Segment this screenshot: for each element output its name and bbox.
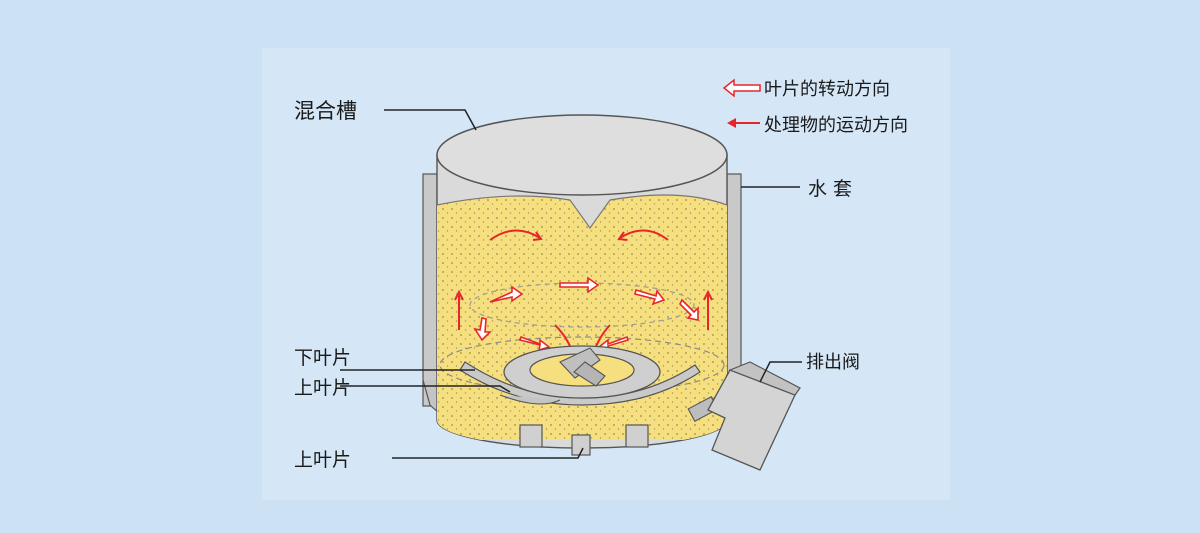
tank-top (436, 114, 728, 196)
support-legs (519, 424, 649, 456)
lower-blade-assembly (459, 345, 701, 406)
legend-material-motion-label: 处理物的运动方向 (764, 115, 908, 136)
mixing-tank-label: 混合槽 (294, 99, 357, 123)
lower-blade-label: 下叶片 (294, 347, 351, 369)
water-jacket-label: 水 套 (808, 178, 852, 200)
discharge-valve (687, 361, 801, 471)
upper-blade-label: 上叶片 (294, 377, 351, 399)
material-motion-legend-icon (727, 118, 760, 128)
legend-blade-rotation-label: 叶片的转动方向 (764, 79, 890, 100)
leader-lines (340, 109, 802, 459)
blade-rotation-legend-icon (722, 78, 761, 98)
bottom-blade-label: 上叶片 (294, 449, 351, 471)
water-jacket-left (422, 173, 438, 407)
discharge-valve-label: 排出阀 (806, 352, 860, 373)
circulation-path-lower (439, 336, 725, 394)
